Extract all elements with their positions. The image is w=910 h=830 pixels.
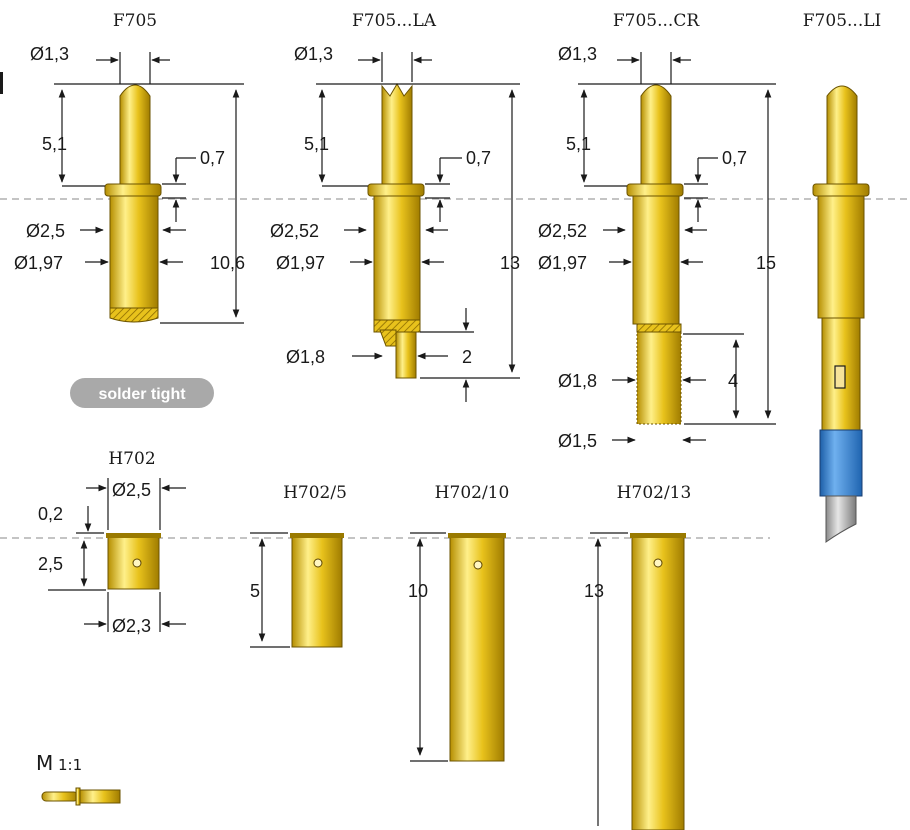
scale-ratio: 1:1 [58,756,82,774]
receptacle-h702-5-rim [290,533,344,538]
probe-f705-li-plunger [826,85,858,187]
probe-f705-la-collar [367,183,425,197]
probe-f705-barrel [109,195,159,309]
receptacle-h702-10-title: H702/10 [435,483,510,503]
receptacle-h702-10-body [449,536,505,762]
receptacle-h702-13: H702/13 13 [584,483,691,830]
probe-f705-la-collar-diameter: Ø2,52 [270,221,319,241]
probe-f705-la-tail-diameter: Ø1,8 [286,347,325,367]
receptacle-h702-rim [106,533,161,538]
receptacle-h702-13-rim [630,533,686,538]
probe-f705-cr-tip-length: 5,1 [566,134,591,154]
probe-f705-barrel-diameter: Ø1,97 [14,253,63,273]
receptacle-h702-10-length: 10 [408,581,428,601]
probe-f705: F705 Ø1,3 5,1 0,7 Ø2,5 Ø1,97 10,6 [14,11,245,408]
scale-indicator: M 1:1 [36,751,121,806]
receptacle-h702-inner-diameter: Ø2,3 [112,616,151,636]
probe-f705-tip-length: 5,1 [42,134,67,154]
probe-f705-la-tail-cut [379,329,397,347]
receptacle-h702-5-title: H702/5 [283,483,347,503]
receptacle-h702-outer-diameter: Ø2,5 [112,480,151,500]
receptacle-h702-collar-height: 0,2 [38,504,63,524]
probe-f705-cr-plunger [640,84,672,187]
probe-f705-cr-end-diameter: Ø1,5 [558,431,597,451]
probe-f705-cr-tail-diameter: Ø1,8 [558,371,597,391]
probe-f705-tip-diameter: Ø1,3 [30,44,69,64]
probe-f705-cr-total-length: 15 [756,253,776,273]
probe-f705-cr-tip-diameter: Ø1,3 [558,44,597,64]
probe-f705-la-barrel-diameter: Ø1,97 [276,253,325,273]
probe-f705-li-window [834,365,846,389]
probe-f705-cr-crimp-sleeve [636,323,682,425]
scale-label: M [36,751,53,775]
probe-f705-cr-collar-height: 0,7 [722,148,747,168]
probe-f705-la-tail [395,331,417,379]
probe-f705-la-barrel [373,195,421,321]
edge-mark [0,72,3,94]
probe-f705-li-title: F705...LI [803,11,881,31]
probe-f705-plunger [119,84,151,187]
scale-probe-tip [41,791,79,802]
receptacle-h702-13-length: 13 [584,581,604,601]
probe-f705-cr-barrel-diameter: Ø1,97 [538,253,587,273]
receptacle-h702-10: H702/10 10 [408,483,510,762]
scale-probe-collar [75,787,81,806]
probe-f705-cr-collar [626,183,684,197]
receptacle-h702-5: H702/5 5 [250,483,347,648]
probe-f705-li-collar [812,183,870,197]
probe-f705-li: F705...LI [803,11,881,543]
receptacle-h702-13-body [631,536,685,830]
probe-f705-la-tail-length: 2 [462,347,472,367]
probe-f705-la-tip-length: 5,1 [304,134,329,154]
probe-f705-la-plunger [381,83,413,187]
probe-f705-cr-barrel [632,195,680,325]
probe-f705-collar-height: 0,7 [200,148,225,168]
receptacle-h702: H702 Ø2,5 0,2 2,5 Ø2,3 [38,449,186,636]
probe-f705-cr: F705...CR Ø1,3 5,1 0,7 Ø2,52 Ø1,97 15 Ø1 [538,11,776,451]
probe-f705-li-insulation [819,429,863,497]
receptacle-h702-hole [132,558,142,568]
probe-f705-li-wire [825,495,857,543]
receptacle-h702-13-hole [653,558,663,568]
probe-f705-la-collar-height: 0,7 [466,148,491,168]
probe-f705-cr-title: F705...CR [613,11,700,31]
receptacle-h702-5-length: 5 [250,581,260,601]
probe-f705-collar-diameter: Ø2,5 [26,221,65,241]
probe-f705-collar [104,183,162,197]
probe-f705-la-tip-diameter: Ø1,3 [294,44,333,64]
probe-f705-total-length: 10,6 [210,253,245,273]
receptacle-h702-10-hole [473,560,483,570]
receptacle-h702-5-body [291,536,343,648]
receptacle-h702-length: 2,5 [38,554,63,574]
probe-f705-title: F705 [113,11,157,31]
probe-f705-solder-end [109,307,159,323]
solder-tight-badge [70,378,214,408]
probe-f705-la-total-length: 13 [500,253,520,273]
probe-f705-cr-crimp-top [636,323,682,333]
probe-f705-cr-collar-diameter: Ø2,52 [538,221,587,241]
receptacle-h702-10-rim [448,533,506,538]
probe-f705-cr-tail-length: 4 [728,371,738,391]
probe-f705-la: F705...LA Ø1,3 5,1 0,7 Ø2,52 Ø1,97 13 [270,11,520,402]
solder-tight-badge-label: solder tight [98,386,186,403]
probe-f705-li-barrel [817,195,865,319]
probe-f705-la-title: F705...LA [352,11,437,31]
receptacle-h702-5-hole [313,558,323,568]
scale-probe-barrel [79,789,121,804]
receptacle-h702-13-title: H702/13 [617,483,692,503]
receptacle-h702-title: H702 [108,449,155,469]
